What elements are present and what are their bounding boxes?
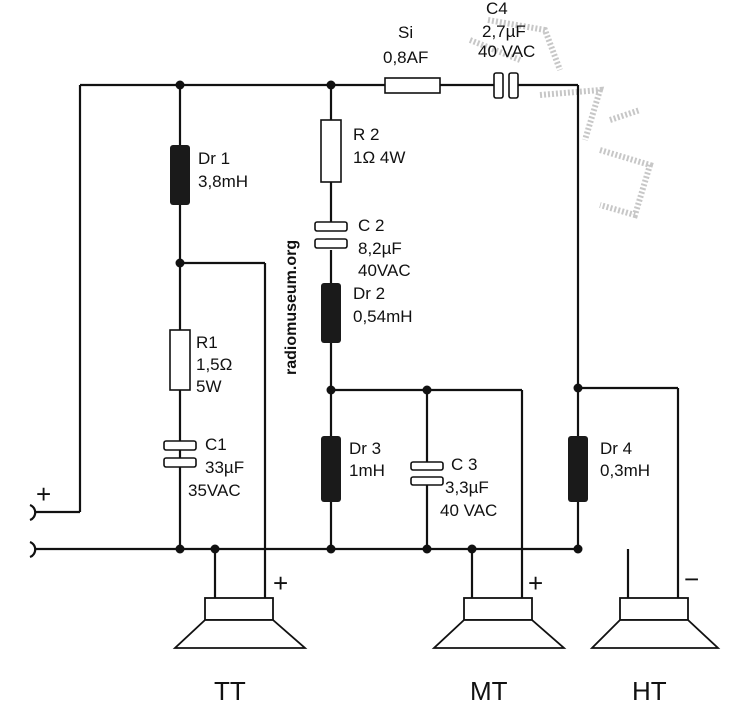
- capacitor-c3-name: C 3: [451, 455, 477, 474]
- capacitor-c4-name: C4: [486, 0, 508, 18]
- speaker-tt-symbol: [172, 597, 308, 649]
- speaker-ht-label: HT: [632, 676, 667, 706]
- input-terminals: [29, 503, 37, 559]
- inductor-dr3-value: 1mH: [349, 461, 385, 480]
- resistor-r1-symbol: [169, 329, 191, 391]
- speaker-mt-label: MT: [470, 676, 508, 706]
- fuse-si-symbol: [384, 77, 441, 94]
- capacitor-c4-value: 2,7µF: [482, 22, 526, 41]
- mt-plus-mark: +: [528, 568, 543, 598]
- capacitor-c3-value: 3,3µF: [445, 478, 489, 497]
- capacitor-c3-rating: 40 VAC: [440, 501, 497, 520]
- capacitor-c1-rating: 35VAC: [188, 481, 241, 500]
- inductor-dr1-value: 3,8mH: [198, 172, 248, 191]
- inductor-dr4-symbol: [568, 436, 588, 502]
- inductor-dr1-symbol: [170, 145, 190, 205]
- inductor-dr3-symbol: [321, 436, 341, 502]
- resistor-r1-name: R1: [196, 333, 218, 352]
- fuse-si-name: Si: [398, 23, 413, 42]
- resistor-r1-rating: 5W: [196, 377, 222, 396]
- inductor-dr3-name: Dr 3: [349, 439, 381, 458]
- corner-stamp: [468, 17, 654, 219]
- capacitor-c3-symbol: [410, 461, 444, 486]
- watermark-text: radiomuseum.org: [283, 240, 300, 375]
- inductor-dr2-symbol: [321, 283, 341, 343]
- capacitor-c4-rating: 40 VAC: [478, 42, 535, 61]
- capacitor-c4-symbol: [493, 72, 519, 99]
- inductor-dr2-value: 0,54mH: [353, 307, 413, 326]
- inductor-dr2-name: Dr 2: [353, 284, 385, 303]
- capacitor-c1-symbol: [163, 440, 197, 468]
- resistor-r1-value: 1,5Ω: [196, 355, 232, 374]
- inductor-dr4-value: 0,3mH: [600, 461, 650, 480]
- capacitor-c2-name: C 2: [358, 216, 384, 235]
- ht-minus-mark: −: [684, 564, 699, 594]
- speaker-mt-symbol: [431, 597, 567, 649]
- capacitor-c2-symbol: [314, 221, 348, 249]
- capacitor-c1-value: 33µF: [205, 458, 244, 477]
- resistor-r2-symbol: [320, 119, 342, 183]
- input-plus-mark: +: [36, 479, 51, 509]
- inductor-dr4-name: Dr 4: [600, 439, 632, 458]
- tt-plus-mark: +: [273, 568, 288, 598]
- capacitor-c2-value: 8,2µF: [358, 239, 402, 258]
- speaker-tt-label: TT: [214, 676, 246, 706]
- capacitor-c2-rating: 40VAC: [358, 261, 411, 280]
- resistor-r2-value: 1Ω 4W: [353, 148, 405, 167]
- capacitor-c1-name: C1: [205, 435, 227, 454]
- fuse-si-value: 0,8AF: [383, 48, 428, 67]
- resistor-r2-name: R 2: [353, 125, 379, 144]
- inductor-dr1-name: Dr 1: [198, 149, 230, 168]
- speaker-ht-symbol: [589, 597, 721, 649]
- junction-dots: [175, 80, 583, 554]
